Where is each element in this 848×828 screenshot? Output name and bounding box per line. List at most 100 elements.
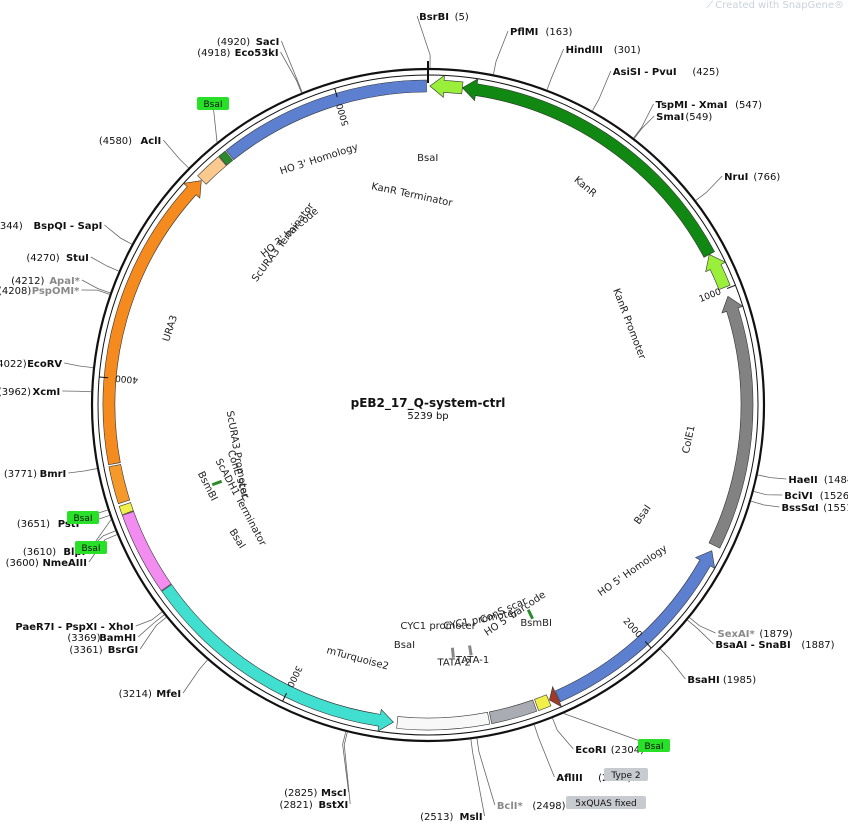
site-name: BspQI - SapI (34, 221, 103, 232)
site-name: AflIII (556, 773, 582, 784)
inside-site-mark (211, 479, 223, 487)
feature-label-2: KanR Promoter (610, 287, 647, 362)
site-leader-30 (81, 289, 110, 295)
site-label-bamhi: BamHI(3369) (67, 633, 136, 644)
site-name: BclI* (497, 801, 524, 812)
site-label-bmri: BmrI(3771) (4, 469, 66, 480)
site-labels: BsrBI(5)PflMI(163)HindIII(301)AsiSI - Pv… (0, 12, 848, 823)
bsai-tag (75, 541, 107, 554)
site-label-msci: MscI(2825) (284, 788, 346, 799)
site-name: BsaHI (687, 675, 719, 686)
gray-tag (604, 768, 648, 781)
feature-arc-5 (549, 685, 563, 708)
tick-3000 (282, 692, 287, 702)
feature-arc-4 (554, 550, 716, 703)
site-leader-12 (660, 648, 686, 680)
site-name: SexAI* (718, 629, 756, 640)
site-name: AclI (140, 136, 161, 147)
feature-arc-16 (225, 79, 427, 161)
site-leader-20 (135, 611, 163, 627)
site-leader-0 (416, 15, 431, 69)
site-name: EcoRV (27, 359, 62, 370)
snapgene-logo-icon: ⟋ (706, 0, 714, 11)
site-label-ecorv: EcoRV(4022) (0, 359, 62, 370)
site-leader-10 (689, 617, 716, 634)
site-name: HaeII (788, 475, 817, 486)
feature-arc-2 (705, 254, 731, 291)
site-leader-14 (533, 724, 555, 778)
site-position: (4270) (26, 253, 59, 264)
site-position: (4580) (99, 136, 132, 147)
site-leader-24 (88, 534, 118, 563)
site-label-xcmi: XcmI(3962) (0, 387, 60, 398)
site-name: NmeAIII (42, 558, 86, 569)
site-position: (1551) (823, 503, 848, 514)
backbone (90, 61, 766, 743)
site-label-pflmi: PflMI(163) (510, 27, 572, 38)
site-name: MfeI (156, 689, 181, 700)
site-position: (3610) (23, 547, 56, 558)
site-label-tspmi-xmai: TspMI - XmaI(547) (655, 100, 762, 111)
bsai-tag-label: BsaI (73, 514, 92, 524)
site-position: (2304) (611, 745, 644, 756)
site-position: (5) (455, 12, 469, 23)
site-name: BsrGI (108, 645, 138, 656)
site-label-asisi-pvui: AsiSI - PvuI(425) (613, 67, 720, 78)
feature-arc-7 (488, 699, 538, 725)
site-position: (1887) (801, 640, 834, 651)
bsai-site-label: BsaI (417, 153, 438, 164)
site-leader-28 (64, 362, 94, 368)
site-position: (3361) (69, 645, 102, 656)
site-leader-7 (757, 474, 787, 480)
site-name: BmrI (40, 469, 67, 480)
site-name: BssSαI (781, 503, 818, 514)
site-position: (4918) (197, 48, 230, 59)
site-name: SacI (256, 37, 280, 48)
site-leader-15 (476, 738, 496, 806)
plasmid-length: 5239 bp (407, 411, 448, 422)
site-name: PflMI (510, 27, 538, 38)
site-position: (2821) (279, 800, 312, 811)
site-position: (766) (753, 172, 780, 183)
bsai-tag (638, 739, 670, 752)
feature-label-4: HO 5' Homology (596, 543, 669, 599)
gray-tag-label: Type 2 (610, 771, 640, 781)
site-leader-29 (81, 279, 111, 294)
site-leader-3 (592, 70, 612, 112)
bsai-site-label: BsaI (394, 640, 415, 651)
site-label-bsahi: BsaHI(1985) (687, 675, 756, 686)
site-position: (3962) (0, 387, 31, 398)
site-label-eco53ki: Eco53kI(4918) (197, 48, 278, 59)
plasmid-name: pEB2_17_Q-system-ctrl (351, 396, 506, 411)
site-position: (301) (614, 45, 641, 56)
feature-label-1: KanR (572, 175, 599, 200)
inside-site-mark (526, 609, 534, 620)
site-label-mfei: MfeI (3214) (119, 689, 181, 700)
site-label-nrui: NruI(766) (724, 172, 780, 183)
site-leader-13 (552, 718, 574, 750)
watermark-text: Created with SnapGene® (715, 0, 844, 11)
site-position: (3651) (17, 519, 50, 530)
site-label-bstxi: BstXI(2821) (279, 800, 348, 811)
bsai-site-label: BsaI (227, 527, 248, 551)
bsai-site-label: BsaI (632, 503, 653, 527)
site-leader-22 (139, 616, 167, 650)
feature-label-16: HO 3' Homology (279, 142, 360, 178)
site-label-saci: SacI(4920) (217, 37, 279, 48)
site-label-paer7i-pspxi-xhoi: PaeR7I - PspXI - XhoI(3378) (15, 622, 133, 633)
tick-1000 (726, 284, 736, 289)
tick-2000 (644, 641, 652, 649)
site-leader-35 (280, 51, 302, 93)
site-label-bsrgi: BsrGI (3361) (69, 645, 138, 656)
feature-arc-11 (118, 502, 134, 516)
site-label-sexai-: SexAI*(1879) (718, 629, 793, 640)
site-name: BsrBI (419, 12, 449, 23)
site-position: (3214) (119, 689, 152, 700)
site-leader-4 (633, 103, 654, 139)
site-name: EcoRI (575, 745, 606, 756)
site-position: (4212) (11, 276, 44, 287)
site-name: MscI (321, 788, 347, 799)
site-name: SmaI (656, 112, 684, 123)
